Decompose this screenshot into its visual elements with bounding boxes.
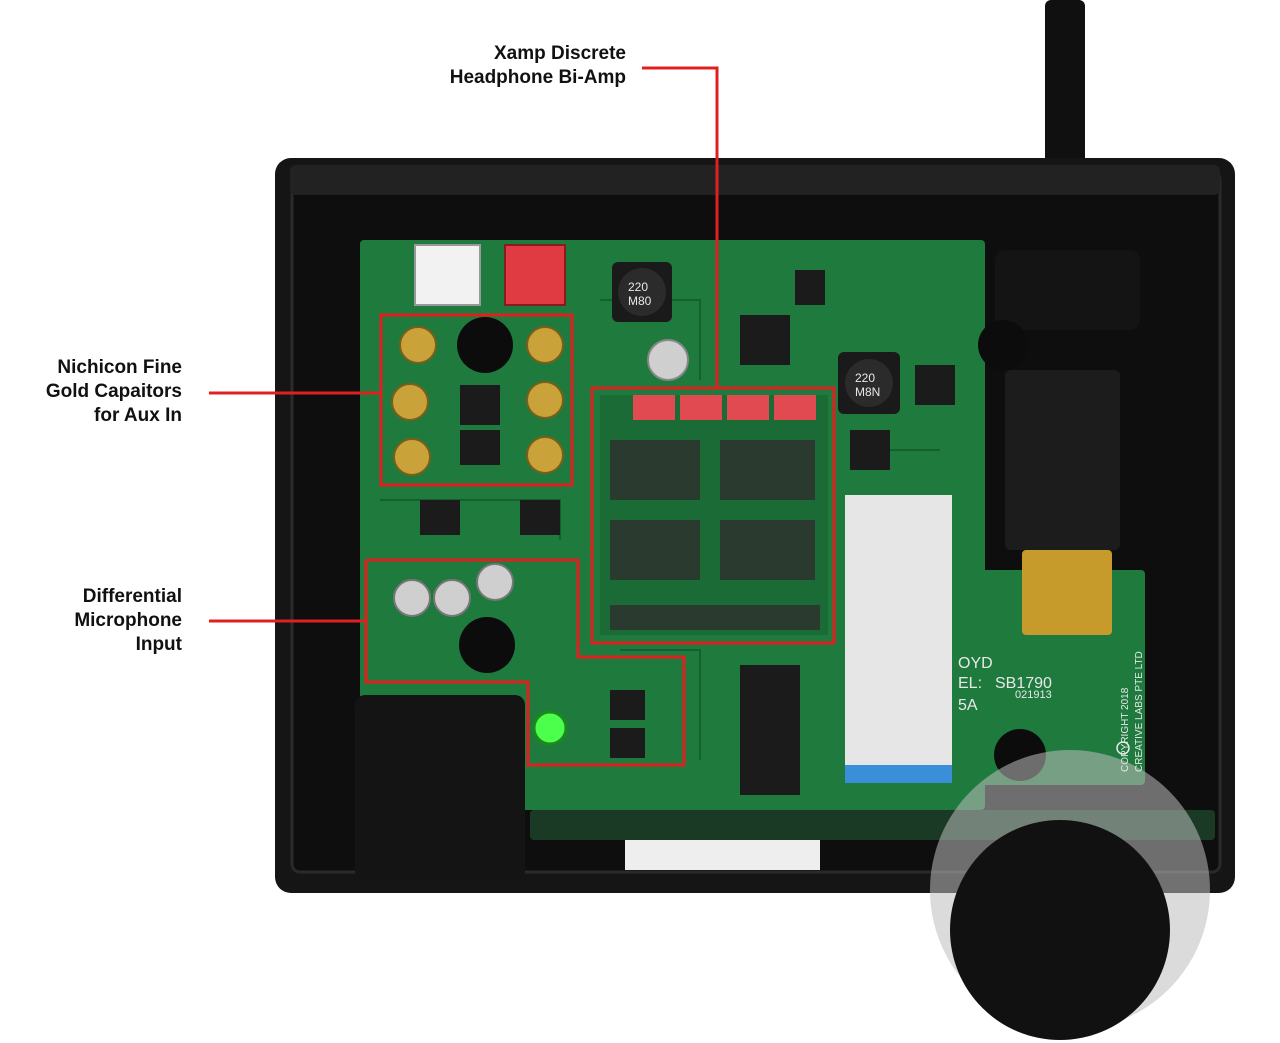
nichicon-label-line-3: for Aux In xyxy=(94,405,182,426)
xamp-callout-label: Xamp Discrete Headphone Bi-Amp xyxy=(450,42,626,90)
xamp-callout-box xyxy=(590,386,836,645)
volume-knob xyxy=(950,820,1170,1040)
mic-jack xyxy=(459,617,515,673)
mic-capacitors xyxy=(393,563,514,617)
copyright-line-2: CREATIVE LABS PTE LTD xyxy=(1134,651,1145,772)
nichicon-label-line-1: Nichicon Fine xyxy=(57,357,182,378)
chip-top-1 xyxy=(740,315,790,365)
nichicon-label-line-2: Gold Capaitors xyxy=(45,381,182,402)
xamp-board xyxy=(600,395,828,635)
xlr-connector xyxy=(355,695,525,880)
inductor-1-line-2: M80 xyxy=(628,294,652,308)
front-panel-strip xyxy=(625,840,820,870)
dip-chip xyxy=(740,665,800,795)
callout-boxes xyxy=(364,313,836,767)
nichicon-callout-label: Nichicon Fine Gold Capaitors for Aux In xyxy=(46,356,182,428)
inductor-1 xyxy=(612,262,672,322)
board-partial-2: EL: xyxy=(958,675,982,692)
chip-top-2 xyxy=(795,270,825,305)
case-top-rim xyxy=(290,165,1220,195)
red-connector xyxy=(504,244,566,306)
cap-top-silver xyxy=(647,339,689,381)
copyright-circle-icon xyxy=(1116,741,1130,755)
inductor-2 xyxy=(838,352,900,414)
board-partial-3: 5A xyxy=(958,697,978,714)
mic-chip-1 xyxy=(610,690,645,720)
mic-label-line-3: Input xyxy=(135,634,182,655)
ribbon-cable xyxy=(845,495,952,765)
power-cable xyxy=(1045,0,1085,165)
mic-callout-box xyxy=(364,558,686,767)
copyright-line-1: COPYRIGHT 2018 xyxy=(1120,687,1131,772)
xamp-label-line-1: Xamp Discrete xyxy=(493,43,626,64)
hdmi-port xyxy=(1022,550,1112,635)
mic-label-line-2: Microphone xyxy=(74,610,182,631)
white-connector xyxy=(414,244,481,306)
inductor-1-line-1: 220 xyxy=(628,280,648,294)
inductor-2-line-1: 220 xyxy=(855,371,875,385)
nichicon-capacitors xyxy=(391,326,564,476)
chip-top-4 xyxy=(850,430,890,470)
aux-chip-1 xyxy=(460,385,500,425)
chip-top-3 xyxy=(915,365,955,405)
xamp-label-line-2: Headphone Bi-Amp xyxy=(449,67,626,88)
film-capacitors xyxy=(633,395,816,420)
aux-chip-2 xyxy=(460,430,500,465)
hdmi-connector xyxy=(1005,370,1120,550)
board-model: SB1790 xyxy=(995,675,1052,692)
inductor-2-line-2: M8N xyxy=(855,385,880,399)
xamp-components xyxy=(610,440,820,630)
board-print: 220 M80 220 M8N OYD EL: 5A SB1790 021913… xyxy=(628,280,1145,772)
ribbon-blue-end xyxy=(845,765,952,783)
mic-label-line-1: Differential xyxy=(82,586,182,607)
power-socket xyxy=(995,250,1140,330)
status-led xyxy=(532,710,568,746)
xamp-leader xyxy=(642,66,719,388)
mic-chip-2 xyxy=(610,728,645,758)
board-partial-1: OYD xyxy=(958,655,993,672)
board-serial: 021913 xyxy=(1015,689,1052,701)
mic-callout-label: Differential Microphone Input xyxy=(74,585,182,657)
chip-mid-1 xyxy=(420,500,460,535)
leader-lines xyxy=(209,66,719,623)
jack-right xyxy=(978,320,1028,370)
chip-mid-2 xyxy=(520,500,560,535)
nichicon-callout-box xyxy=(379,313,574,487)
aux-jack xyxy=(457,317,513,373)
